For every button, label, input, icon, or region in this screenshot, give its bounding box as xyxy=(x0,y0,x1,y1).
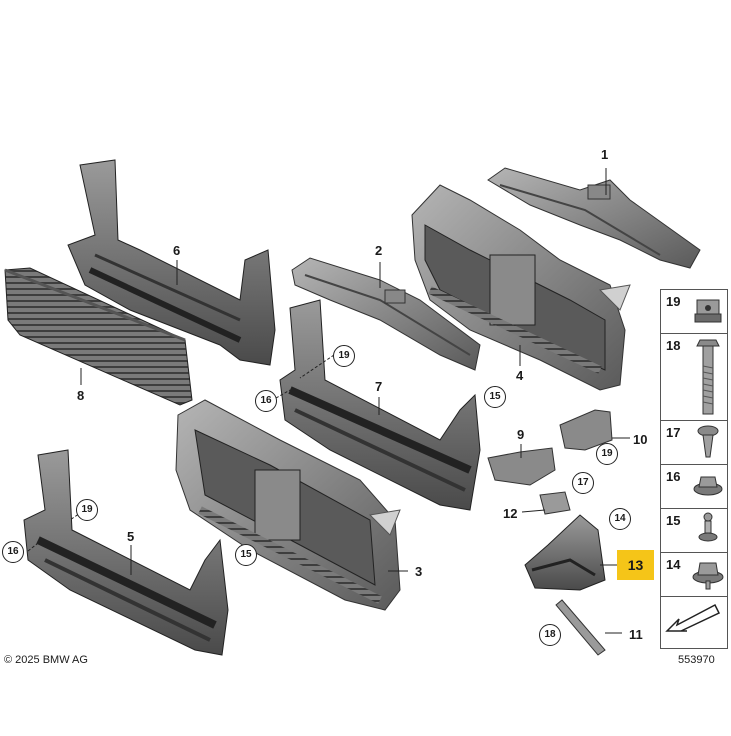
legend-num-18: 18 xyxy=(666,338,681,353)
label-part-5: 5 xyxy=(124,528,138,545)
circle-ref-14a: 14 xyxy=(609,508,631,530)
part-7-air-duct-frame xyxy=(279,299,481,511)
label-part-8: 8 xyxy=(74,387,88,404)
label-part-6: 6 xyxy=(170,242,184,259)
circle-ref-19c: 19 xyxy=(76,499,98,521)
part-12-holder xyxy=(539,491,571,515)
expansion-rivet-icon xyxy=(698,512,718,542)
circle-ref-17a: 17 xyxy=(572,472,594,494)
label-part-4: 4 xyxy=(513,367,527,384)
legend-num-15: 15 xyxy=(666,513,681,528)
legend-row-arrow xyxy=(661,597,727,640)
hex-nut-washer-icon xyxy=(693,476,723,496)
label-part-13-highlighted: 13 xyxy=(617,550,654,580)
collar-nut-icon xyxy=(692,562,724,590)
legend-row-16: 16 xyxy=(661,465,727,509)
label-part-9: 9 xyxy=(514,426,528,443)
legend-row-14: 14 xyxy=(661,553,727,597)
label-part-1: 1 xyxy=(598,146,612,163)
legend-row-17: 17 xyxy=(661,421,727,465)
label-part-3: 3 xyxy=(412,563,426,580)
circle-ref-18a: 18 xyxy=(539,624,561,646)
direction-arrow-icon xyxy=(665,603,721,632)
legend-num-19: 19 xyxy=(666,294,681,309)
circle-ref-15b: 15 xyxy=(235,544,257,566)
small-parts-legend: 19 18 17 16 15 xyxy=(660,289,728,649)
part-13-air-duct xyxy=(524,514,606,591)
label-part-2: 2 xyxy=(372,242,386,259)
circle-ref-15a: 15 xyxy=(484,386,506,408)
screw-icon xyxy=(697,425,719,458)
circle-ref-19a: 19 xyxy=(333,345,355,367)
part-11-strut xyxy=(555,599,606,656)
label-part-7: 7 xyxy=(372,378,386,395)
circle-ref-16b: 16 xyxy=(2,541,24,563)
legend-num-16: 16 xyxy=(666,469,681,484)
legend-row-19: 19 xyxy=(661,290,727,334)
circle-ref-19b: 19 xyxy=(596,443,618,465)
part-10-bracket xyxy=(559,409,613,451)
copyright-text: © 2025 BMW AG xyxy=(4,654,88,666)
leader-lines xyxy=(27,168,630,634)
part-5-air-duct-frame xyxy=(23,449,229,656)
part-9-bracket xyxy=(487,447,556,486)
part-1-upper-carrier xyxy=(487,167,701,269)
bolt-icon xyxy=(696,339,720,415)
legend-row-15: 15 xyxy=(661,509,727,553)
label-part-10: 10 xyxy=(630,431,651,448)
clip-nut-icon xyxy=(694,299,722,323)
label-part-11: 11 xyxy=(626,626,646,643)
label-part-12: 12 xyxy=(500,505,521,522)
part-2-upper-carrier xyxy=(291,257,481,371)
part-8-grille xyxy=(4,267,193,406)
legend-row-18: 18 xyxy=(661,334,727,421)
part-4-front-end-carrier xyxy=(411,184,631,391)
part-6-air-duct-frame xyxy=(67,159,276,366)
circle-ref-16a: 16 xyxy=(255,390,277,412)
part-3-front-end-carrier xyxy=(175,399,401,611)
legend-num-14: 14 xyxy=(666,557,681,572)
document-number: 553970 xyxy=(678,654,715,666)
legend-num-17: 17 xyxy=(666,425,681,440)
